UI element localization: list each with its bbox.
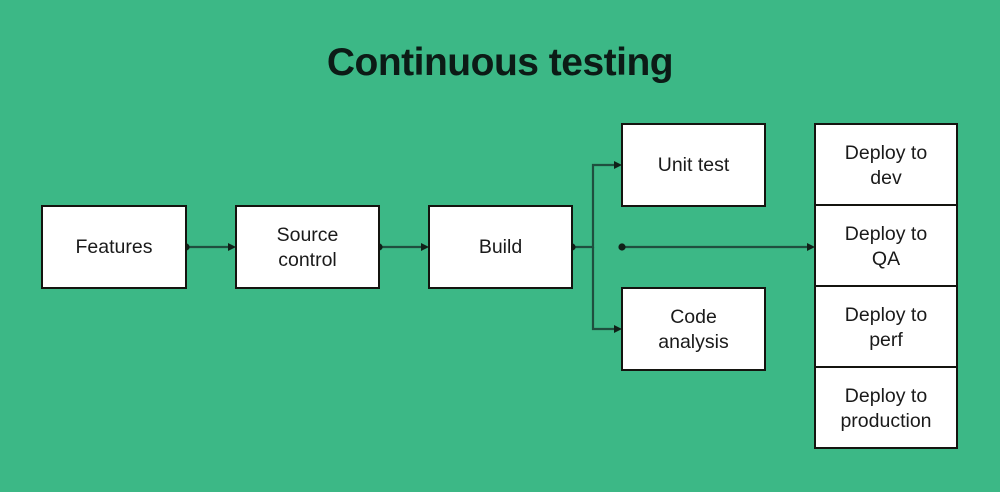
node-deploy-perf-label-line1: Deploy to	[845, 304, 928, 326]
node-deploy-perf-label-line2: perf	[869, 329, 903, 351]
connector-arrowhead	[421, 243, 429, 251]
node-code-analysis[interactable]: Code analysis	[621, 287, 766, 371]
page-title: Continuous testing	[326, 41, 674, 84]
node-build-label: Build	[479, 236, 522, 258]
node-unit-test[interactable]: Unit test	[621, 123, 766, 207]
node-deploy-production-label-line1: Deploy to	[845, 385, 928, 407]
connector-build-to-deploy-qa	[618, 243, 815, 251]
node-code-analysis-label-line2: analysis	[658, 331, 729, 353]
connector-arrowhead	[614, 161, 622, 169]
node-deploy-production[interactable]: Deploy to production	[840, 385, 931, 432]
node-deploy-perf[interactable]: Deploy to perf	[845, 304, 928, 351]
node-deploy-dev-label-line1: Deploy to	[845, 142, 928, 164]
node-deploy-production-label-line2: production	[840, 410, 931, 432]
node-source-control-label-line2: control	[278, 249, 337, 271]
node-code-analysis-label-line1: Code	[670, 306, 717, 328]
connector-arrowhead	[228, 243, 236, 251]
connector-source-control-to-build	[375, 243, 429, 251]
node-features[interactable]: Features	[41, 205, 187, 289]
node-deploy-qa-label-line2: QA	[872, 248, 900, 270]
node-deploy-qa-label-line1: Deploy to	[845, 223, 928, 245]
deploy-stack: Deploy to dev Deploy to QA Deploy to per…	[814, 123, 958, 449]
node-deploy-dev[interactable]: Deploy to dev	[845, 142, 928, 189]
node-deploy-dev-label-line2: dev	[870, 167, 902, 189]
node-source-control[interactable]: Source control	[235, 205, 380, 289]
node-unit-test-label: Unit test	[658, 154, 730, 176]
connector-source-dot	[618, 243, 626, 251]
node-deploy-qa[interactable]: Deploy to QA	[845, 223, 928, 270]
node-build[interactable]: Build	[428, 205, 573, 289]
node-features-label: Features	[76, 236, 153, 258]
node-source-control-label-line1: Source	[277, 224, 339, 246]
connector-arrowhead	[614, 325, 622, 333]
connector-arrowhead	[807, 243, 815, 251]
connector-build-to-unit-test	[568, 161, 622, 251]
connector-build-to-code-analysis	[591, 247, 622, 333]
connector-features-to-source-control	[182, 243, 236, 251]
